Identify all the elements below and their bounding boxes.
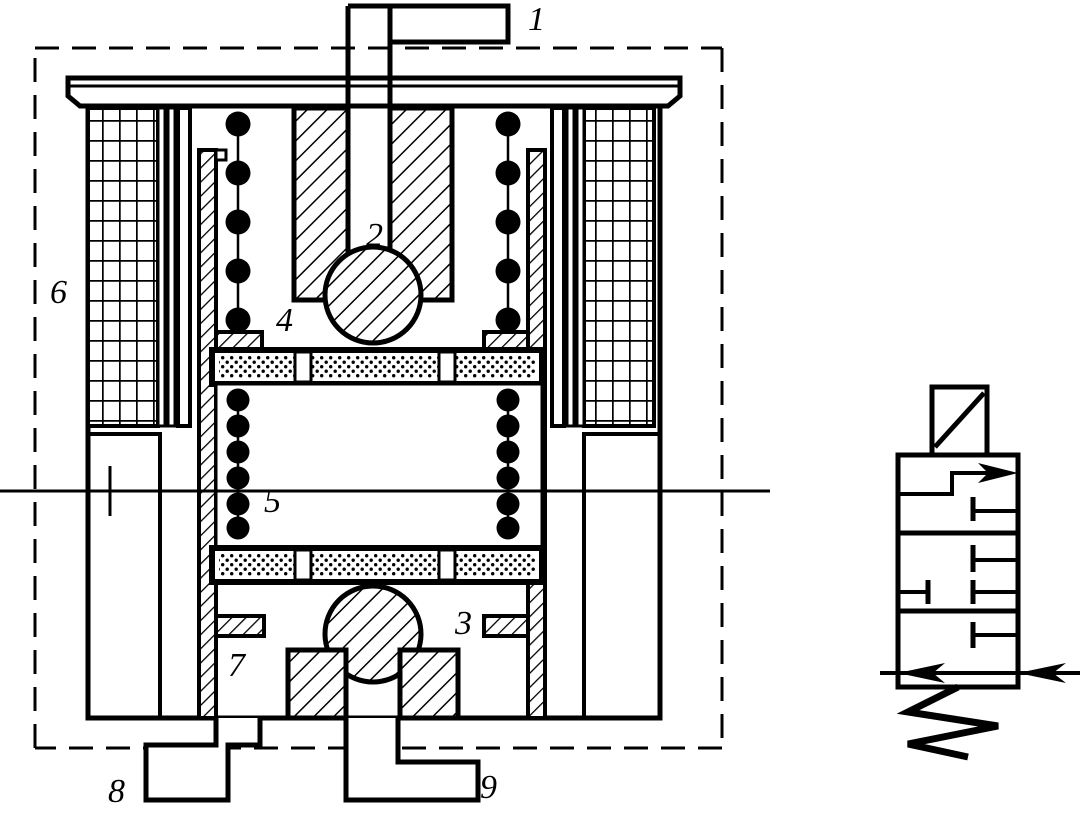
lower-spring-left bbox=[226, 388, 250, 540]
upper-spring-right bbox=[495, 111, 521, 333]
solenoid-coil-right bbox=[550, 106, 656, 428]
hydraulic-valve-symbol bbox=[880, 384, 1080, 761]
dashed-enclosure bbox=[33, 46, 724, 750]
lower-left-port bbox=[143, 718, 263, 803]
callout-8: 8 bbox=[108, 773, 125, 810]
lower-seat-right bbox=[397, 647, 461, 721]
core-shoulder-left bbox=[291, 262, 330, 303]
upper-spring-left bbox=[225, 111, 251, 333]
valve-bottom-ports bbox=[880, 663, 1080, 683]
valve-position-a bbox=[898, 463, 1018, 521]
callout-1: 1 bbox=[528, 1, 545, 38]
valve-position-b bbox=[898, 545, 1018, 604]
callout-5: 5 bbox=[264, 483, 281, 520]
lower-ball bbox=[322, 583, 424, 685]
upper-ball bbox=[322, 244, 424, 346]
lower-seat-left bbox=[285, 647, 349, 721]
lower-spring-right bbox=[496, 388, 520, 540]
callout-7: 7 bbox=[228, 647, 247, 684]
valve-body bbox=[895, 452, 1021, 690]
callout-9: 9 bbox=[480, 769, 497, 806]
lower-seat-ledge-right bbox=[482, 614, 530, 638]
solenoid-actuator-box bbox=[929, 384, 990, 458]
spring-return-symbol bbox=[896, 683, 999, 761]
solenoid-coil-left bbox=[86, 106, 192, 428]
callout-4: 4 bbox=[276, 302, 293, 339]
center-chamber bbox=[214, 382, 544, 552]
core-shoulder-right bbox=[416, 262, 455, 303]
callout-2: 2 bbox=[366, 217, 383, 254]
horizontal-centerline bbox=[0, 466, 770, 516]
lower-right-port bbox=[343, 718, 481, 803]
top-flange-cap bbox=[65, 75, 683, 109]
callout-6: 6 bbox=[50, 274, 67, 311]
lower-diaphragm bbox=[209, 545, 545, 585]
lower-seat-ledge-left bbox=[214, 614, 266, 638]
inner-sleeve-left bbox=[197, 148, 218, 720]
sleeve-lip-left bbox=[214, 148, 228, 162]
callout-3: 3 bbox=[454, 605, 472, 642]
valve-position-c bbox=[970, 622, 1018, 648]
upper-diaphragm bbox=[209, 347, 545, 387]
